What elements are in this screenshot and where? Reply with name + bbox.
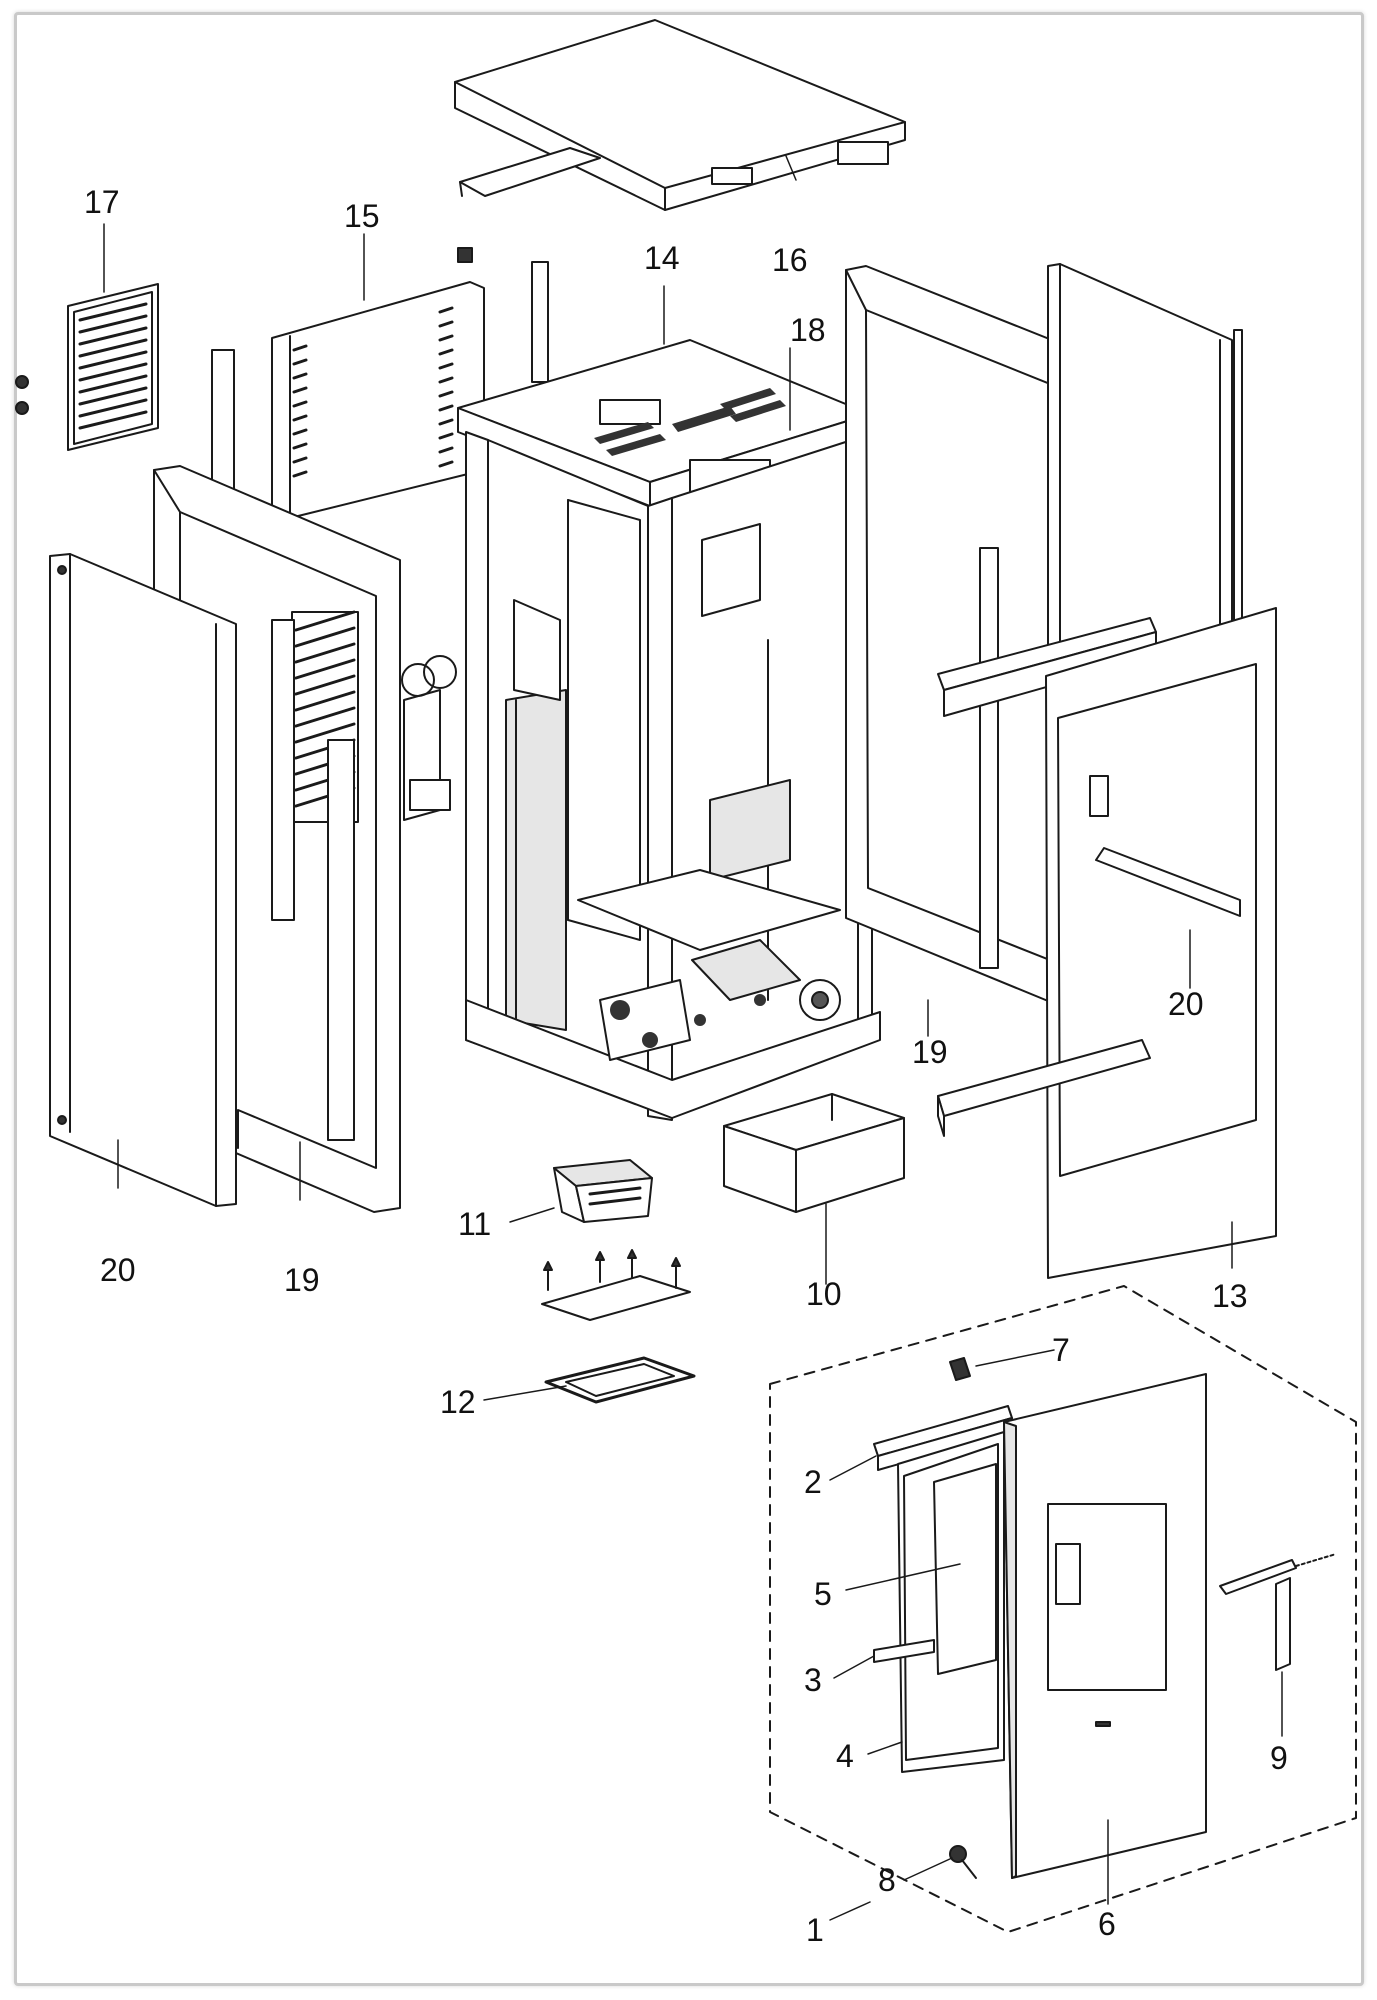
callout-20-left: 20 xyxy=(100,1252,136,1288)
callout-11: 11 xyxy=(458,1206,492,1242)
part-17-vent-grille xyxy=(67,283,159,451)
part-13-front-panel xyxy=(1045,607,1277,1279)
leader-lines xyxy=(103,155,1283,1921)
part-16-top-cover xyxy=(454,19,906,211)
crossbar-lower xyxy=(937,1039,1151,1137)
callout-15: 15 xyxy=(344,198,380,234)
callout-17: 17 xyxy=(84,184,120,220)
callout-6: 6 xyxy=(1098,1906,1116,1942)
screw-icon xyxy=(15,375,29,415)
part-11-burn-pot xyxy=(553,1159,653,1223)
stove-main-body xyxy=(457,339,881,1121)
part-7-latch xyxy=(949,1357,971,1381)
part-12-gasket xyxy=(544,1356,696,1404)
part-19-right-frame xyxy=(845,265,1093,1011)
callout-4: 4 xyxy=(836,1738,854,1774)
part-20-left-side-panel xyxy=(49,553,237,1207)
door-assembly-group xyxy=(769,1285,1357,1933)
callout-5: 5 xyxy=(814,1576,832,1612)
callout-8: 8 xyxy=(878,1862,896,1898)
callout-14: 14 xyxy=(644,240,680,276)
part-2-door-rail xyxy=(873,1405,1013,1471)
part-9-handle xyxy=(1219,1553,1337,1671)
part-6-door-panel xyxy=(1003,1373,1207,1879)
callout-19-right: 19 xyxy=(912,1034,948,1070)
callout-1: 1 xyxy=(806,1912,824,1948)
callout-16: 16 xyxy=(772,242,808,278)
callout-20-right: 20 xyxy=(1168,986,1204,1022)
callout-12: 12 xyxy=(440,1384,476,1420)
part-8-knob xyxy=(949,1845,977,1879)
callout-3: 3 xyxy=(804,1662,822,1698)
callout-9: 9 xyxy=(1270,1740,1288,1776)
callout-7: 7 xyxy=(1052,1332,1070,1368)
callout-19-left: 19 xyxy=(284,1262,320,1298)
part-10-ash-box xyxy=(723,1093,905,1213)
part-3-hinge-pin xyxy=(873,1639,935,1663)
callout-10: 10 xyxy=(806,1276,842,1312)
inspection-plate xyxy=(541,1249,691,1321)
part-4-door-frame xyxy=(897,1431,1005,1773)
callout-18: 18 xyxy=(790,312,826,348)
callout-2: 2 xyxy=(804,1464,822,1500)
callout-13: 13 xyxy=(1212,1278,1248,1314)
